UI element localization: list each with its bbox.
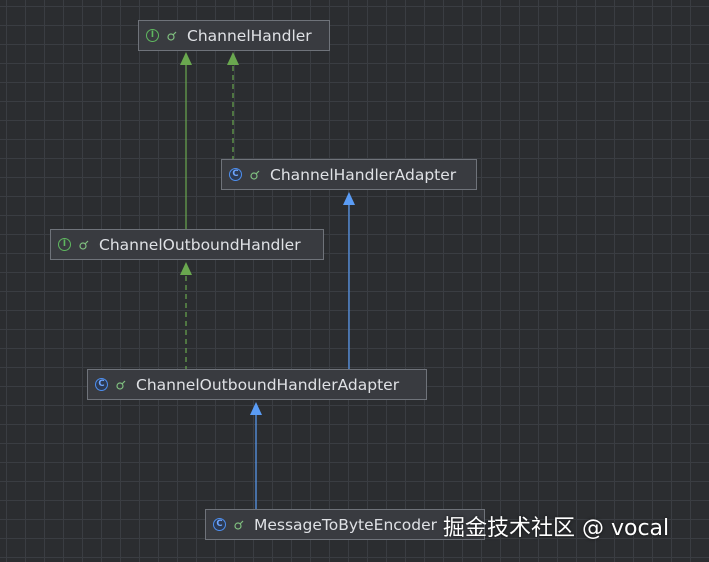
edge-encoder-to-outbound-adapter bbox=[250, 402, 262, 511]
class-icon: C bbox=[229, 168, 242, 181]
node-label: ChannelOutboundHandlerAdapter bbox=[136, 375, 400, 394]
node-label: ChannelOutboundHandler bbox=[99, 235, 301, 254]
interface-icon: I bbox=[58, 238, 71, 251]
node-label: ChannelHandler bbox=[187, 26, 312, 45]
interface-icon: I bbox=[146, 29, 159, 42]
node-channel-handler-adapter[interactable]: C ChannelHandlerAdapter bbox=[221, 159, 477, 190]
class-icon: C bbox=[95, 378, 108, 391]
node-label: MessageToByteEncoder bbox=[254, 515, 438, 534]
edge-outbound-adapter-to-outbound bbox=[180, 262, 192, 371]
watermark: 掘金技术社区 @ vocal bbox=[443, 516, 670, 541]
visibility-public-icon bbox=[234, 520, 244, 530]
node-channel-outbound-handler-adapter[interactable]: C ChannelOutboundHandlerAdapter bbox=[87, 369, 427, 400]
visibility-public-icon bbox=[79, 240, 89, 250]
node-label: ChannelHandlerAdapter bbox=[270, 165, 457, 184]
visibility-public-icon bbox=[250, 170, 260, 180]
edge-adapter-to-handler bbox=[227, 52, 239, 161]
node-channel-handler[interactable]: I ChannelHandler bbox=[138, 20, 330, 51]
node-channel-outbound-handler[interactable]: I ChannelOutboundHandler bbox=[50, 229, 324, 260]
edge-outbound-adapter-to-adapter bbox=[343, 192, 355, 371]
node-message-to-byte-encoder[interactable]: C MessageToByteEncoder bbox=[205, 509, 485, 540]
edge-outbound-to-handler bbox=[180, 52, 192, 231]
visibility-public-icon bbox=[116, 380, 126, 390]
class-icon: C bbox=[213, 518, 226, 531]
visibility-public-icon bbox=[167, 31, 177, 41]
